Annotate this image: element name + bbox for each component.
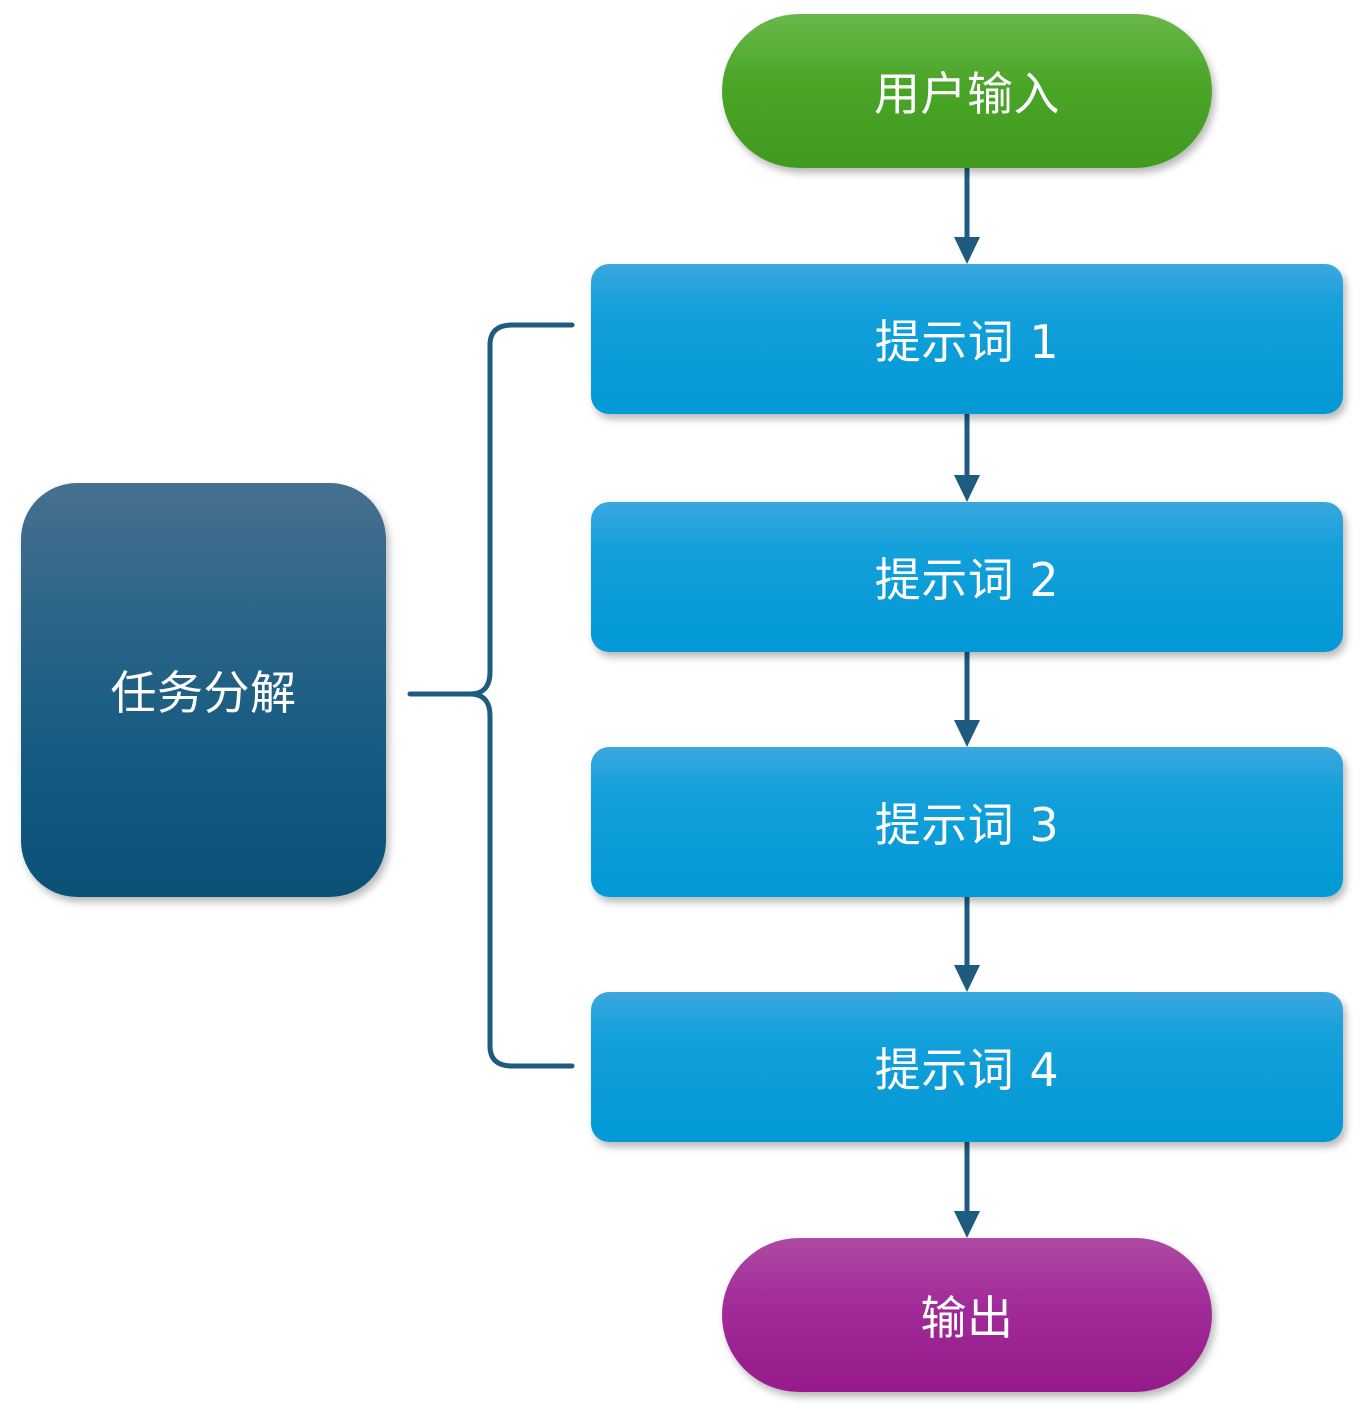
start-node-label: 用户输入	[874, 67, 1060, 121]
arrow-step2-to-step3	[954, 652, 980, 747]
end-node-label: 输出	[920, 1291, 1014, 1345]
arrow-start-to-step1	[954, 168, 980, 264]
start-node-user-input[interactable]: 用户输入	[722, 14, 1212, 168]
task-decomposition-label: 任务分解	[110, 666, 297, 720]
task-decomposition-node[interactable]: 任务分解	[21, 483, 386, 897]
step-node-prompt-3[interactable]: 提示词 3	[591, 747, 1343, 897]
step-node-label: 提示词 1	[874, 315, 1060, 369]
end-node-output[interactable]: 输出	[722, 1238, 1212, 1392]
step-node-label: 提示词 2	[874, 553, 1060, 607]
grouping-brace	[407, 322, 575, 1069]
step-node-prompt-4[interactable]: 提示词 4	[591, 992, 1343, 1142]
step-node-prompt-2[interactable]: 提示词 2	[591, 502, 1343, 652]
step-node-label: 提示词 3	[874, 798, 1060, 852]
arrow-step3-to-step4	[954, 897, 980, 992]
step-node-prompt-1[interactable]: 提示词 1	[591, 264, 1343, 414]
arrow-step1-to-step2	[954, 414, 980, 502]
step-node-label: 提示词 4	[874, 1043, 1060, 1097]
arrow-step4-to-end	[954, 1142, 980, 1238]
